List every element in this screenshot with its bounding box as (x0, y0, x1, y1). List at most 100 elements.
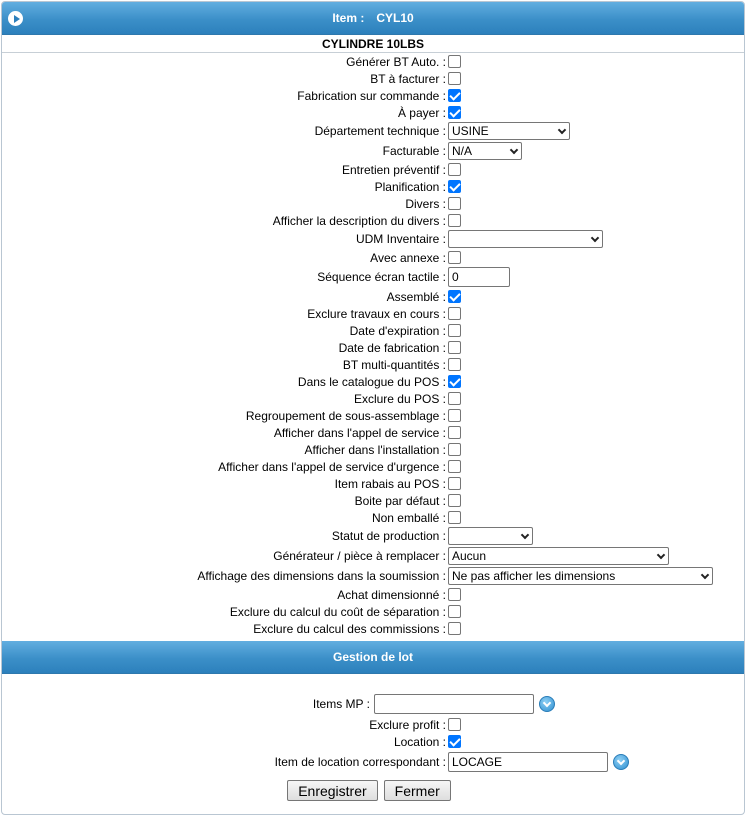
field-label: Dans le catalogue du POS : (297, 374, 446, 389)
field-row: BT multi-quantités : (2, 356, 744, 373)
field-row: Item rabais au POS : (2, 475, 744, 492)
field-checkbox[interactable] (448, 460, 461, 473)
field-checkbox[interactable] (448, 409, 461, 422)
field-row: Exclure du POS : (2, 390, 744, 407)
close-button[interactable]: Fermer (383, 780, 451, 801)
field-select[interactable]: USINE (448, 122, 570, 140)
field-checkbox[interactable] (448, 511, 461, 524)
field-label: Date de fabrication : (338, 340, 446, 355)
chevron-down-icon (700, 570, 710, 580)
chevron-down-icon (656, 550, 666, 560)
field-row: Fabrication sur commande : (2, 87, 744, 104)
field-checkbox[interactable] (448, 477, 461, 490)
field-row: Facturable :N/A (2, 141, 744, 161)
field-label: Assemblé : (386, 289, 446, 304)
field-checkbox[interactable] (448, 55, 461, 68)
field-select[interactable]: Aucun (448, 547, 669, 565)
field-label: Séquence écran tactile : (317, 270, 446, 284)
field-select-value: USINE (452, 124, 489, 138)
item-location-label: Item de location correspondant : (274, 755, 446, 769)
exclure-profit-row: Exclure profit : (2, 716, 744, 733)
field-checkbox[interactable] (448, 197, 461, 210)
field-checkbox[interactable] (448, 163, 461, 176)
field-checkbox[interactable] (448, 180, 461, 193)
field-row: Planification : (2, 178, 744, 195)
field-checkbox[interactable] (448, 494, 461, 507)
field-checkbox[interactable] (448, 290, 461, 303)
field-label: Exclure du calcul du coût de séparation … (229, 604, 446, 619)
field-label: Exclure travaux en cours : (307, 306, 446, 321)
field-row: Assemblé : (2, 288, 744, 305)
field-label: Exclure du POS : (353, 391, 446, 406)
field-label: Afficher la description du divers : (272, 213, 446, 228)
field-checkbox[interactable] (448, 588, 461, 601)
field-checkbox[interactable] (448, 622, 461, 635)
field-checkbox[interactable] (448, 443, 461, 456)
field-row: Dans le catalogue du POS : (2, 373, 744, 390)
field-checkbox[interactable] (448, 307, 461, 320)
field-checkbox[interactable] (448, 392, 461, 405)
field-checkbox[interactable] (448, 605, 461, 618)
field-row: Affichage des dimensions dans la soumiss… (2, 566, 744, 586)
location-row: Location : (2, 733, 744, 750)
item-header-bar: Item : CYL10 (2, 2, 744, 35)
items-mp-label: Items MP : (312, 697, 370, 711)
field-row: Afficher dans l'appel de service : (2, 424, 744, 441)
chevron-down-icon (557, 125, 567, 135)
field-text-input[interactable]: 0 (448, 267, 510, 287)
item-name-title: CYLINDRE 10LBS (2, 35, 744, 53)
field-checkbox[interactable] (448, 426, 461, 439)
field-select[interactable] (448, 230, 603, 248)
field-checkbox[interactable] (448, 341, 461, 354)
field-checkbox[interactable] (448, 89, 461, 102)
exclure-profit-checkbox[interactable] (448, 718, 461, 731)
field-label: Planification : (374, 179, 446, 194)
field-label: Générateur / pièce à remplacer : (273, 549, 446, 563)
field-checkbox[interactable] (448, 251, 461, 264)
field-row: Générateur / pièce à remplacer : Aucun (2, 546, 744, 566)
field-label: Avec annexe : (370, 250, 446, 265)
field-label: Affichage des dimensions dans la soumiss… (197, 569, 446, 583)
chevron-down-icon (509, 145, 519, 155)
collapse-toggle-icon[interactable] (8, 11, 23, 26)
item-location-input[interactable]: LOCAGE (448, 752, 608, 772)
lot-section-header: Gestion de lot (2, 641, 744, 674)
items-mp-dropdown-icon[interactable] (539, 696, 555, 712)
field-label: Divers : (405, 196, 446, 211)
field-select[interactable]: Ne pas afficher les dimensions (448, 567, 713, 585)
field-checkbox[interactable] (448, 324, 461, 337)
field-label: Item rabais au POS : (334, 476, 446, 491)
field-select-value: Aucun (452, 549, 487, 563)
field-row: Date de fabrication : (2, 339, 744, 356)
items-mp-input[interactable] (374, 694, 534, 714)
item-location-dropdown-icon[interactable] (613, 754, 629, 770)
location-checkbox[interactable] (448, 735, 461, 748)
field-checkbox[interactable] (448, 358, 461, 371)
field-checkbox[interactable] (448, 214, 461, 227)
field-label: À payer : (397, 105, 446, 120)
action-buttons: Enregistrer Fermer (2, 780, 744, 801)
field-checkbox[interactable] (448, 106, 461, 119)
field-label: Date d'expiration : (349, 323, 446, 338)
field-label: Afficher dans l'appel de service : (273, 425, 446, 440)
field-row: Afficher dans l'installation : (2, 441, 744, 458)
field-label: Fabrication sur commande : (297, 88, 446, 103)
field-label: BT à facturer : (370, 71, 446, 86)
field-list: Générer BT Auto. :BT à facturer :Fabrica… (2, 53, 744, 637)
field-row: Regroupement de sous-assemblage : (2, 407, 744, 424)
field-label: Regroupement de sous-assemblage : (245, 408, 446, 423)
save-button[interactable]: Enregistrer (287, 780, 378, 801)
field-row: Divers : (2, 195, 744, 212)
field-row: Afficher dans l'appel de service d'urgen… (2, 458, 744, 475)
field-label: Exclure du calcul des commissions : (253, 621, 446, 636)
lot-section-body: Items MP : Exclure profit : Location : I… (2, 674, 744, 801)
field-row: Exclure du calcul du coût de séparation … (2, 603, 744, 620)
field-checkbox[interactable] (448, 72, 461, 85)
field-select[interactable] (448, 527, 533, 545)
item-location-row: Item de location correspondant : LOCAGE (2, 750, 744, 774)
field-checkbox[interactable] (448, 375, 461, 388)
field-select[interactable]: N/A (448, 142, 522, 160)
field-label: BT multi-quantités : (342, 357, 446, 372)
field-row: Non emballé : (2, 509, 744, 526)
